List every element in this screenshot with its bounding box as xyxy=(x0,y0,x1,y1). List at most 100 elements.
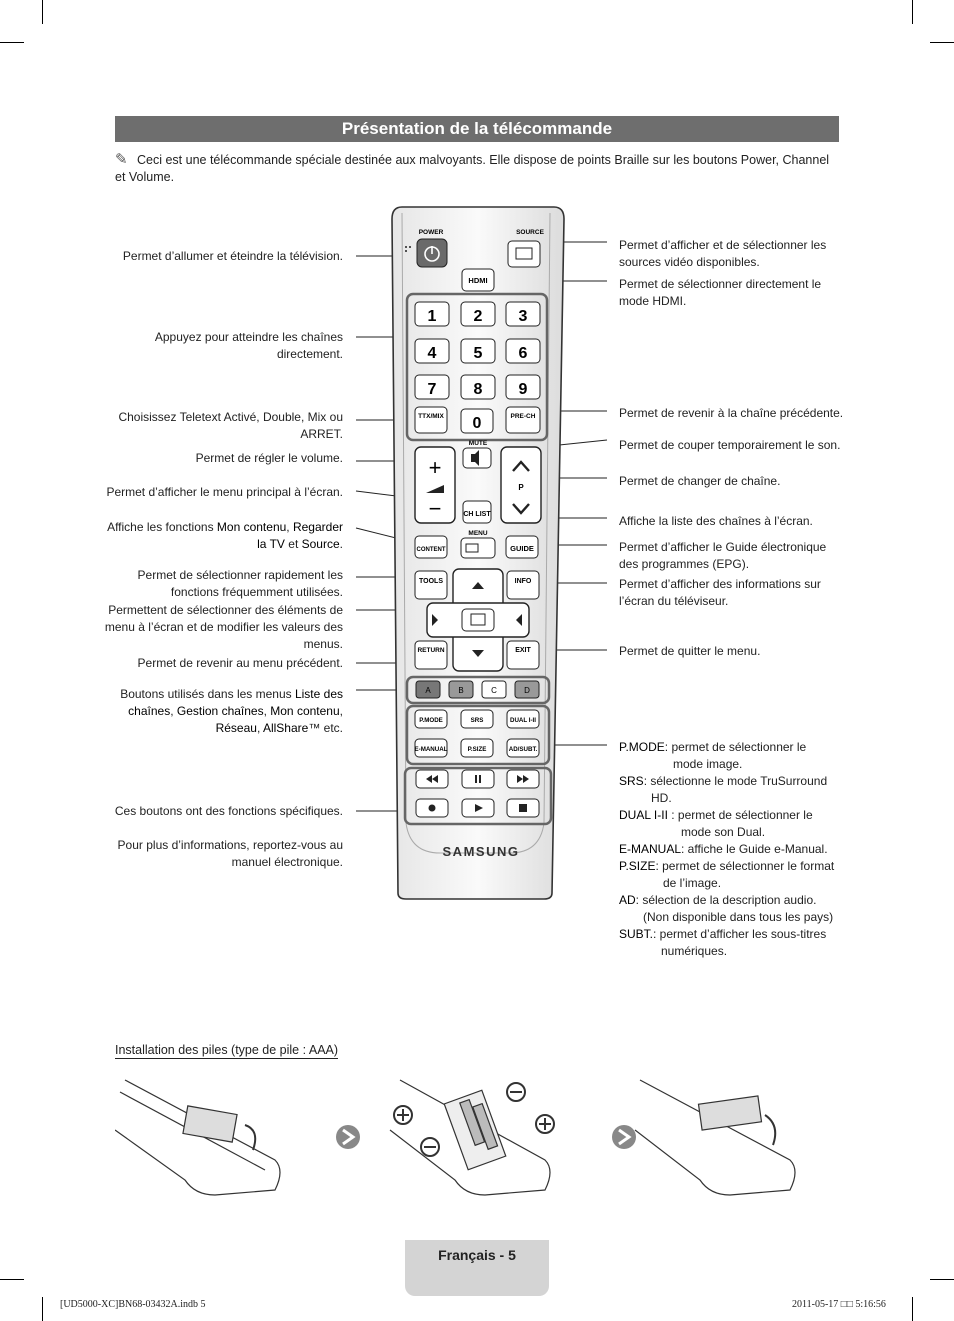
remote-prech-button[interactable] xyxy=(505,406,541,434)
remote-media-buttons xyxy=(415,769,540,818)
remote-color-label: C xyxy=(491,686,497,695)
remote-function-button[interactable] xyxy=(414,709,448,729)
label-source: Permet d’afficher et de sélectionner les… xyxy=(619,238,827,269)
pencil-note-icon: ✎ xyxy=(115,151,128,168)
remote-digit-label: 2 xyxy=(474,308,483,325)
arrow-right-icon xyxy=(336,1125,360,1149)
remote-digit-0-label: 0 xyxy=(473,415,482,432)
battery-step-2 xyxy=(389,1079,551,1196)
remote-chlist-button[interactable] xyxy=(462,500,492,524)
remote-color-label: A xyxy=(425,686,431,695)
crop-mark xyxy=(42,0,43,24)
remote-color-button-a[interactable] xyxy=(415,680,441,699)
remote-color-button-c[interactable] xyxy=(481,680,507,699)
remote-function-button[interactable] xyxy=(414,738,448,758)
remote-function-label: P.SIZE xyxy=(468,746,487,753)
remote-function-button-group xyxy=(405,704,551,766)
battery-install-illustrations xyxy=(115,1079,796,1196)
label-info: Permet d’afficher des informations sur l… xyxy=(619,577,821,608)
remote-digit-label: 9 xyxy=(519,381,528,398)
intro-note: ✎Ceci est une télécommande spéciale dest… xyxy=(115,151,835,186)
crop-mark xyxy=(912,1297,913,1321)
remote-digit-7[interactable] xyxy=(414,374,450,400)
crop-mark xyxy=(42,1297,43,1321)
remote-function-button[interactable] xyxy=(506,738,540,758)
volume-up-icon: + xyxy=(429,455,442,480)
remote-function-button[interactable] xyxy=(506,709,540,729)
remote-pause-button[interactable] xyxy=(461,769,495,789)
function-key-item: SUBT.: permet d’afficher les sous-titres xyxy=(619,927,827,941)
remote-content-button[interactable] xyxy=(414,535,448,559)
record-icon xyxy=(428,804,436,812)
remote-tools-button[interactable] xyxy=(414,570,448,600)
function-key-item: P.SIZE: permet de sélectionner le format xyxy=(619,859,835,873)
remote-channel-label: P xyxy=(518,483,524,492)
remote-source-button[interactable] xyxy=(507,240,541,268)
remote-digit-8[interactable] xyxy=(460,374,496,400)
remote-digit-label: 5 xyxy=(474,345,483,362)
remote-digit-2[interactable] xyxy=(460,301,496,327)
arrow-right-icon xyxy=(612,1125,636,1149)
battery-step-1 xyxy=(115,1079,281,1196)
label-hdmi: Permet de sélectionner directement le mo… xyxy=(619,277,822,308)
remote-function-button[interactable] xyxy=(460,738,494,758)
remote-color-button-d[interactable] xyxy=(514,680,540,699)
function-key-item: DUAL I-II : permet de sélectionner le xyxy=(619,808,813,822)
label-menu: Permet d’afficher le menu principal à l’… xyxy=(106,485,343,499)
volume-icon xyxy=(426,485,444,493)
function-key-cont: HD. xyxy=(651,791,672,805)
remote-ttx-button[interactable] xyxy=(414,406,448,434)
channel-down-icon xyxy=(512,503,530,515)
polarity-icons xyxy=(393,1082,555,1157)
label-power: Permet d’allumer et éteindre la télévisi… xyxy=(122,249,343,263)
function-keys-list: P.MODE: permet de sélectionner le mode i… xyxy=(619,739,849,960)
function-key-cont: (Non disponible dans tous les pays) xyxy=(643,910,834,924)
crop-mark xyxy=(0,42,24,43)
remote-function-label: SRS xyxy=(471,717,484,724)
remote-exit-button[interactable] xyxy=(506,640,540,670)
function-key-cont: de l’image. xyxy=(663,876,722,890)
remote-mute-caption: MUTE xyxy=(469,440,488,447)
remote-digit-5[interactable] xyxy=(460,338,496,364)
remote-source-caption: SOURCE xyxy=(516,229,544,236)
remote-guide-button[interactable] xyxy=(505,535,539,559)
remote-digit-0[interactable] xyxy=(460,408,494,434)
remote-chlist-label: CH LIST xyxy=(463,511,491,518)
remote-color-button-b[interactable] xyxy=(448,680,474,699)
arrow-right-icon xyxy=(516,614,522,626)
label-prech: Permet de revenir à la chaîne précédente… xyxy=(619,406,844,420)
remote-digit-1[interactable] xyxy=(414,301,450,327)
arrow-left-icon xyxy=(432,614,438,626)
label-channel: Permet de changer de chaîne. xyxy=(619,474,781,488)
remote-channel-rocker[interactable] xyxy=(500,446,542,524)
remote-enter-button[interactable] xyxy=(461,608,495,632)
remote-color-button-group xyxy=(405,675,551,705)
function-key-cont: numériques. xyxy=(661,944,728,958)
menu-icon xyxy=(465,543,479,553)
remote-return-button[interactable] xyxy=(414,640,448,670)
channel-up-icon xyxy=(512,460,530,472)
label-chlist: Affiche la liste des chaînes à l’écran. xyxy=(619,514,813,528)
remote-hdmi-button[interactable] xyxy=(461,268,495,292)
remote-digit-6[interactable] xyxy=(505,338,541,364)
intro-note-text: Ceci est une télécommande spéciale desti… xyxy=(115,153,830,184)
file-info: [UD5000-XC]BN68-03432A.indb 5 xyxy=(60,1299,206,1310)
function-key-item: P.MODE: permet de sélectionner le xyxy=(619,740,807,754)
remote-digit-9[interactable] xyxy=(505,374,541,400)
label-guide: Permet d’afficher le Guide électronique … xyxy=(619,540,827,571)
remote-hdmi-label: HDMI xyxy=(468,276,487,285)
remote-menu-caption: MENU xyxy=(468,530,487,537)
remote-info-button[interactable] xyxy=(506,570,540,600)
remote-exit-label: EXIT xyxy=(515,647,531,654)
remote-function-button[interactable] xyxy=(460,709,494,729)
remote-digit-3[interactable] xyxy=(505,301,541,327)
remote-digit-4[interactable] xyxy=(414,338,450,364)
remote-digit-label: 7 xyxy=(428,381,437,398)
remote-digit-label: 1 xyxy=(428,308,437,325)
pause-icon xyxy=(475,775,477,783)
remote-color-label: B xyxy=(458,686,463,695)
function-key-item: SRS: sélectionne le mode TruSurround xyxy=(619,774,828,788)
remote-volume-rocker[interactable] xyxy=(414,446,456,524)
remote-number-pad xyxy=(405,292,549,442)
remote-color-label: D xyxy=(524,686,530,695)
